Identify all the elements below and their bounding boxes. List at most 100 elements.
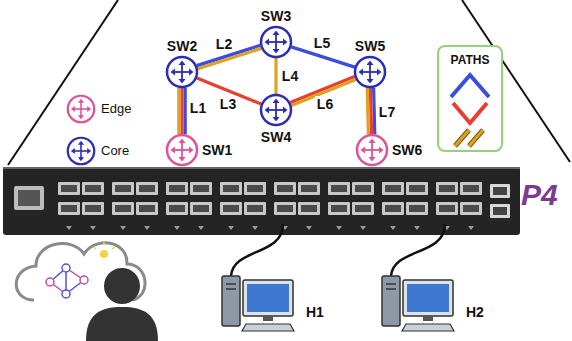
arrow-head xyxy=(179,61,186,66)
sfp-port xyxy=(14,186,44,210)
arrow-head xyxy=(179,79,186,84)
port xyxy=(436,202,458,215)
port-led xyxy=(198,226,204,230)
switch-node: SW1 xyxy=(165,133,199,167)
port-slot xyxy=(301,185,317,192)
screen xyxy=(247,284,289,312)
port-led xyxy=(390,226,396,230)
switch-label: SW1 xyxy=(202,142,232,158)
link xyxy=(276,58,277,94)
port-slot xyxy=(169,205,185,212)
port xyxy=(82,202,104,215)
port xyxy=(220,202,242,215)
port-led xyxy=(360,226,366,230)
switch-arrow xyxy=(174,71,182,73)
link-stripe xyxy=(370,88,371,134)
net-node xyxy=(80,276,88,284)
orange-path-icon xyxy=(469,130,483,146)
cable xyxy=(231,224,283,276)
link xyxy=(179,88,185,134)
port-slot xyxy=(193,205,209,212)
switch-ring xyxy=(261,27,291,57)
port xyxy=(244,182,266,195)
arrow-head xyxy=(87,148,91,154)
port-slot xyxy=(139,185,155,192)
port-slot xyxy=(385,205,401,212)
port-slot xyxy=(61,205,77,212)
monitor xyxy=(403,280,453,316)
port-slot xyxy=(277,185,293,192)
port-slot xyxy=(139,205,155,212)
switch-ring xyxy=(167,57,197,87)
stand xyxy=(423,316,433,321)
switch-label: SW6 xyxy=(392,142,422,158)
link-stripe xyxy=(177,88,180,134)
arrow-head xyxy=(369,139,376,144)
switch-icon xyxy=(355,133,389,167)
port xyxy=(274,202,296,215)
port xyxy=(382,182,404,195)
port xyxy=(274,182,296,195)
panel-edge xyxy=(8,0,118,165)
arrow-head xyxy=(189,147,194,154)
switch-ring xyxy=(167,135,197,165)
port xyxy=(298,202,320,215)
arrow-head xyxy=(377,69,382,76)
keyboard xyxy=(242,324,294,331)
link-label: L7 xyxy=(377,104,397,120)
switch-label: SW4 xyxy=(261,129,291,145)
person-body xyxy=(86,307,158,341)
link xyxy=(367,88,375,134)
link-label: L5 xyxy=(312,35,332,51)
switch-label: SW2 xyxy=(167,38,197,54)
port-slot xyxy=(331,185,347,192)
arrow-head xyxy=(273,99,280,104)
port-slot xyxy=(193,185,209,192)
light-bulb xyxy=(100,250,108,258)
port-slot xyxy=(385,185,401,192)
arrow-head xyxy=(171,147,176,154)
port-slot xyxy=(439,205,455,212)
arrow-head xyxy=(273,31,280,36)
port xyxy=(298,182,320,195)
arrow-head xyxy=(179,157,186,162)
switch-arrow xyxy=(182,71,190,73)
switch-arrow xyxy=(275,34,277,42)
arrow-head xyxy=(265,107,270,114)
bulb-ray xyxy=(93,247,96,249)
switch-arrow xyxy=(181,142,183,150)
bulb-ray xyxy=(103,242,105,245)
port-slot xyxy=(85,205,101,212)
port-led xyxy=(90,226,96,230)
arrow-head xyxy=(71,106,75,112)
switch-arrow xyxy=(275,42,277,50)
switch-icon xyxy=(259,25,293,59)
port-slot xyxy=(355,205,371,212)
arrow-head xyxy=(78,115,84,119)
arrow-head xyxy=(379,147,384,154)
legend-text: Edge xyxy=(101,101,131,117)
switch-arrow xyxy=(80,109,82,116)
port-led xyxy=(144,226,150,230)
path-icons xyxy=(439,69,501,149)
port xyxy=(352,202,374,215)
arrow-head xyxy=(265,39,270,46)
port xyxy=(190,182,212,195)
port-slot xyxy=(355,185,371,192)
port-slot xyxy=(331,205,347,212)
switch-ring xyxy=(355,57,385,87)
computer-icon xyxy=(378,258,458,334)
net-node xyxy=(46,278,54,286)
arrow-head xyxy=(273,49,280,54)
switch-icon xyxy=(66,136,96,166)
switch-arrow xyxy=(372,149,380,151)
computer-icon xyxy=(218,258,298,334)
screen xyxy=(407,284,449,312)
link-label: L3 xyxy=(218,96,238,112)
mgmt-port xyxy=(490,184,510,198)
arrow-head xyxy=(283,107,288,114)
port-slot xyxy=(463,185,479,192)
orange-path-icon xyxy=(469,130,483,146)
link-stripe xyxy=(374,88,375,134)
switch-ring xyxy=(261,95,291,125)
